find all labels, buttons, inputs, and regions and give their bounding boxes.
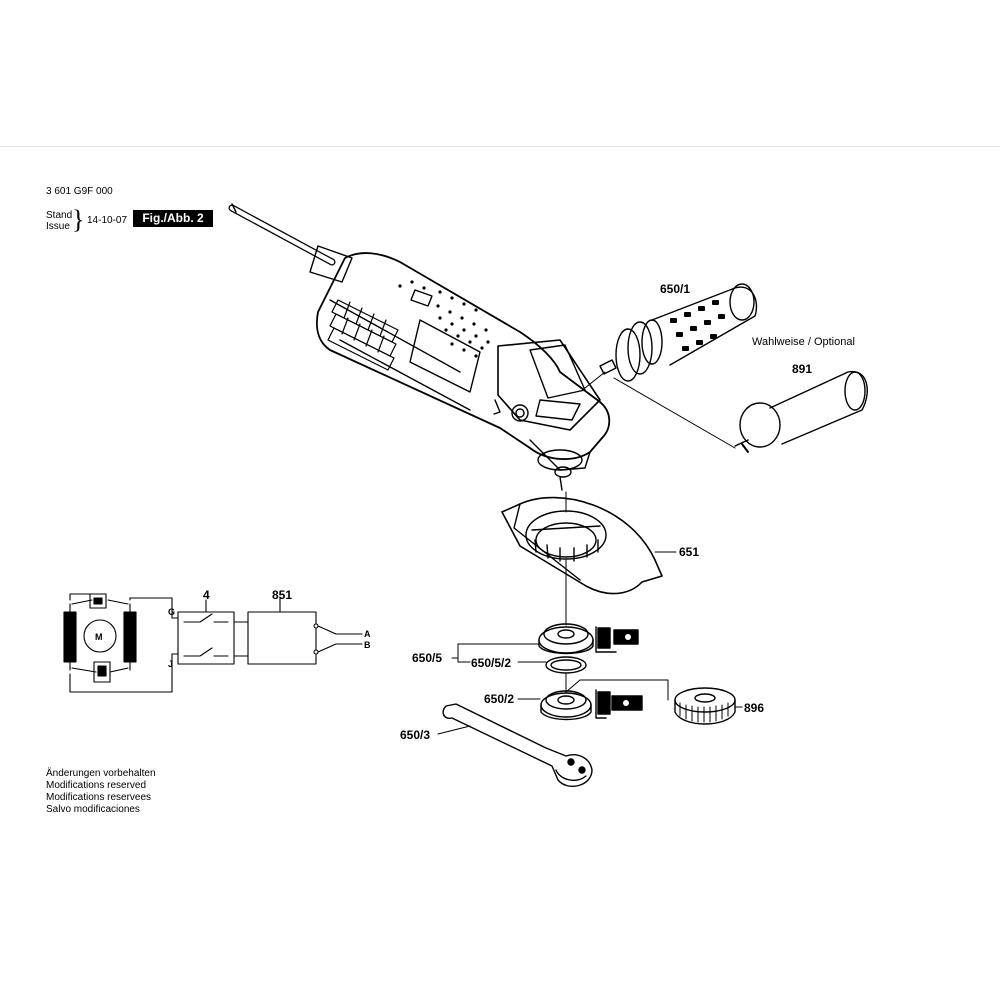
note-en: Modifications reserved xyxy=(46,780,147,791)
part-label-896: 896 xyxy=(744,701,765,715)
top-divider xyxy=(0,146,1000,147)
optional-note: Wahlweise / Optional xyxy=(752,336,855,348)
leader-handle-mount xyxy=(584,371,606,389)
leader-650-5-split xyxy=(457,657,471,663)
stand-label: Stand xyxy=(46,210,73,221)
vent-slots xyxy=(327,299,399,371)
issue-label: Issue xyxy=(46,221,70,232)
optional-handle-891 xyxy=(734,370,868,453)
issue-date: 14-10-07 xyxy=(87,215,128,226)
angle-grinder-body xyxy=(316,252,611,491)
leader-650-3 xyxy=(437,725,471,735)
doc-number: 3 601 G9F 000 xyxy=(46,186,113,197)
wheel-guard-651 xyxy=(501,491,663,595)
o-ring-inner xyxy=(550,659,582,671)
brace-glyph: } xyxy=(72,205,85,234)
grip-texture xyxy=(398,280,490,358)
part-label-650-5: 650/5 xyxy=(412,651,443,665)
part-label-851: 851 xyxy=(272,588,293,602)
terminal-j: J xyxy=(168,659,174,669)
side-handle-650-1 xyxy=(599,283,758,382)
part-label-650-1: 650/1 xyxy=(660,282,691,296)
part-label-650-2: 650/2 xyxy=(484,692,515,706)
part-label-4: 4 xyxy=(203,588,210,602)
assembly-pictogram-lower xyxy=(565,679,669,719)
terminal-a: A xyxy=(364,629,371,639)
wiring-diagram xyxy=(63,593,363,693)
mounting-flange-650-5 xyxy=(538,623,594,655)
note-de: Änderungen vorbehalten xyxy=(46,768,156,779)
note-es: Salvo modificaciones xyxy=(46,804,140,815)
part-label-650-5-2: 650/5/2 xyxy=(471,656,512,670)
terminal-b: B xyxy=(364,640,371,650)
part-label-651: 651 xyxy=(679,545,700,559)
note-fr: Modifications reservees xyxy=(46,792,152,803)
motor-symbol xyxy=(83,619,117,653)
spanner-650-3 xyxy=(442,703,593,788)
quick-nut-896 xyxy=(674,687,736,725)
leader-optional-handle xyxy=(613,377,736,449)
assembly-pictogram-upper xyxy=(595,626,639,653)
part-label-650-3: 650/3 xyxy=(400,728,431,742)
terminal-g: G xyxy=(168,607,176,617)
figure-label: Fig./Abb. 2 xyxy=(133,210,213,227)
leader-650-5 xyxy=(451,643,541,659)
clamping-nut-650-2 xyxy=(540,690,592,721)
motor-label: M xyxy=(95,632,103,642)
part-label-891: 891 xyxy=(792,362,813,376)
o-ring-650-5-2 xyxy=(545,656,587,674)
power-cord xyxy=(228,203,353,283)
